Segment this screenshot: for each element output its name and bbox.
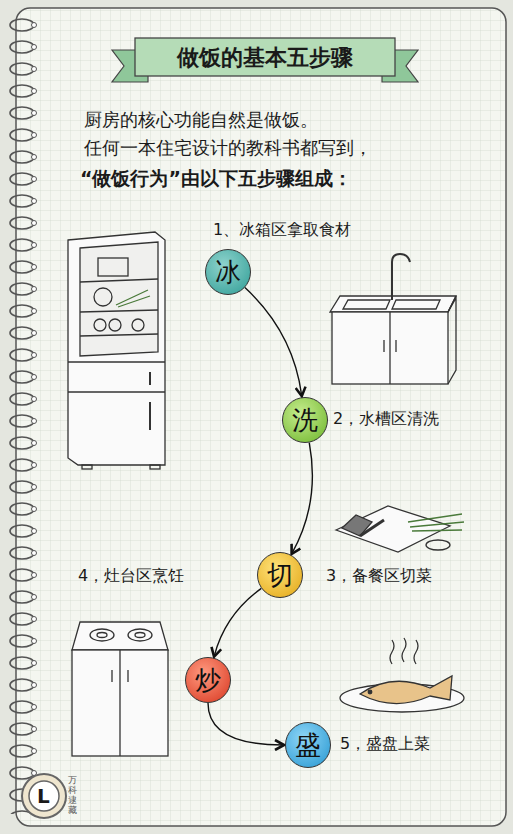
step-char: 切 (267, 562, 293, 588)
step-circle: 盛 (285, 722, 331, 768)
logo-letter: L (37, 784, 50, 808)
step-char: 洗 (292, 407, 318, 433)
watermark: 万科逮藏 (68, 776, 77, 816)
step-caption: 5，盛盘上菜 (340, 734, 430, 755)
intro-text: “做饭行为”由以下五步骤组成： (80, 166, 352, 192)
step-char: 冰 (215, 259, 241, 285)
step-caption: 2，水槽区清洗 (333, 409, 439, 430)
step-caption: 3，备餐区切菜 (326, 566, 432, 587)
step-circle: 冰 (205, 249, 251, 295)
step-char: 炒 (195, 667, 221, 693)
flow-arrow (208, 703, 283, 745)
step-char: 盛 (295, 732, 321, 758)
step-circle: 切 (257, 552, 303, 598)
step-circle: 洗 (282, 397, 328, 443)
intro-text: 任何一本住宅设计的教科书都写到， (84, 136, 372, 160)
step-caption: 4，灶台区烹饪 (78, 566, 184, 587)
intro-text: 厨房的核心功能自然是做饭。 (84, 108, 318, 132)
flow-arrow (214, 588, 261, 655)
step-circle: 炒 (185, 657, 231, 703)
flow-arrow (245, 288, 302, 396)
step-caption: 1、冰箱区拿取食材 (213, 220, 351, 241)
flow-arrow (292, 443, 312, 554)
title-text: 做饭的基本五步骤 (150, 40, 380, 76)
